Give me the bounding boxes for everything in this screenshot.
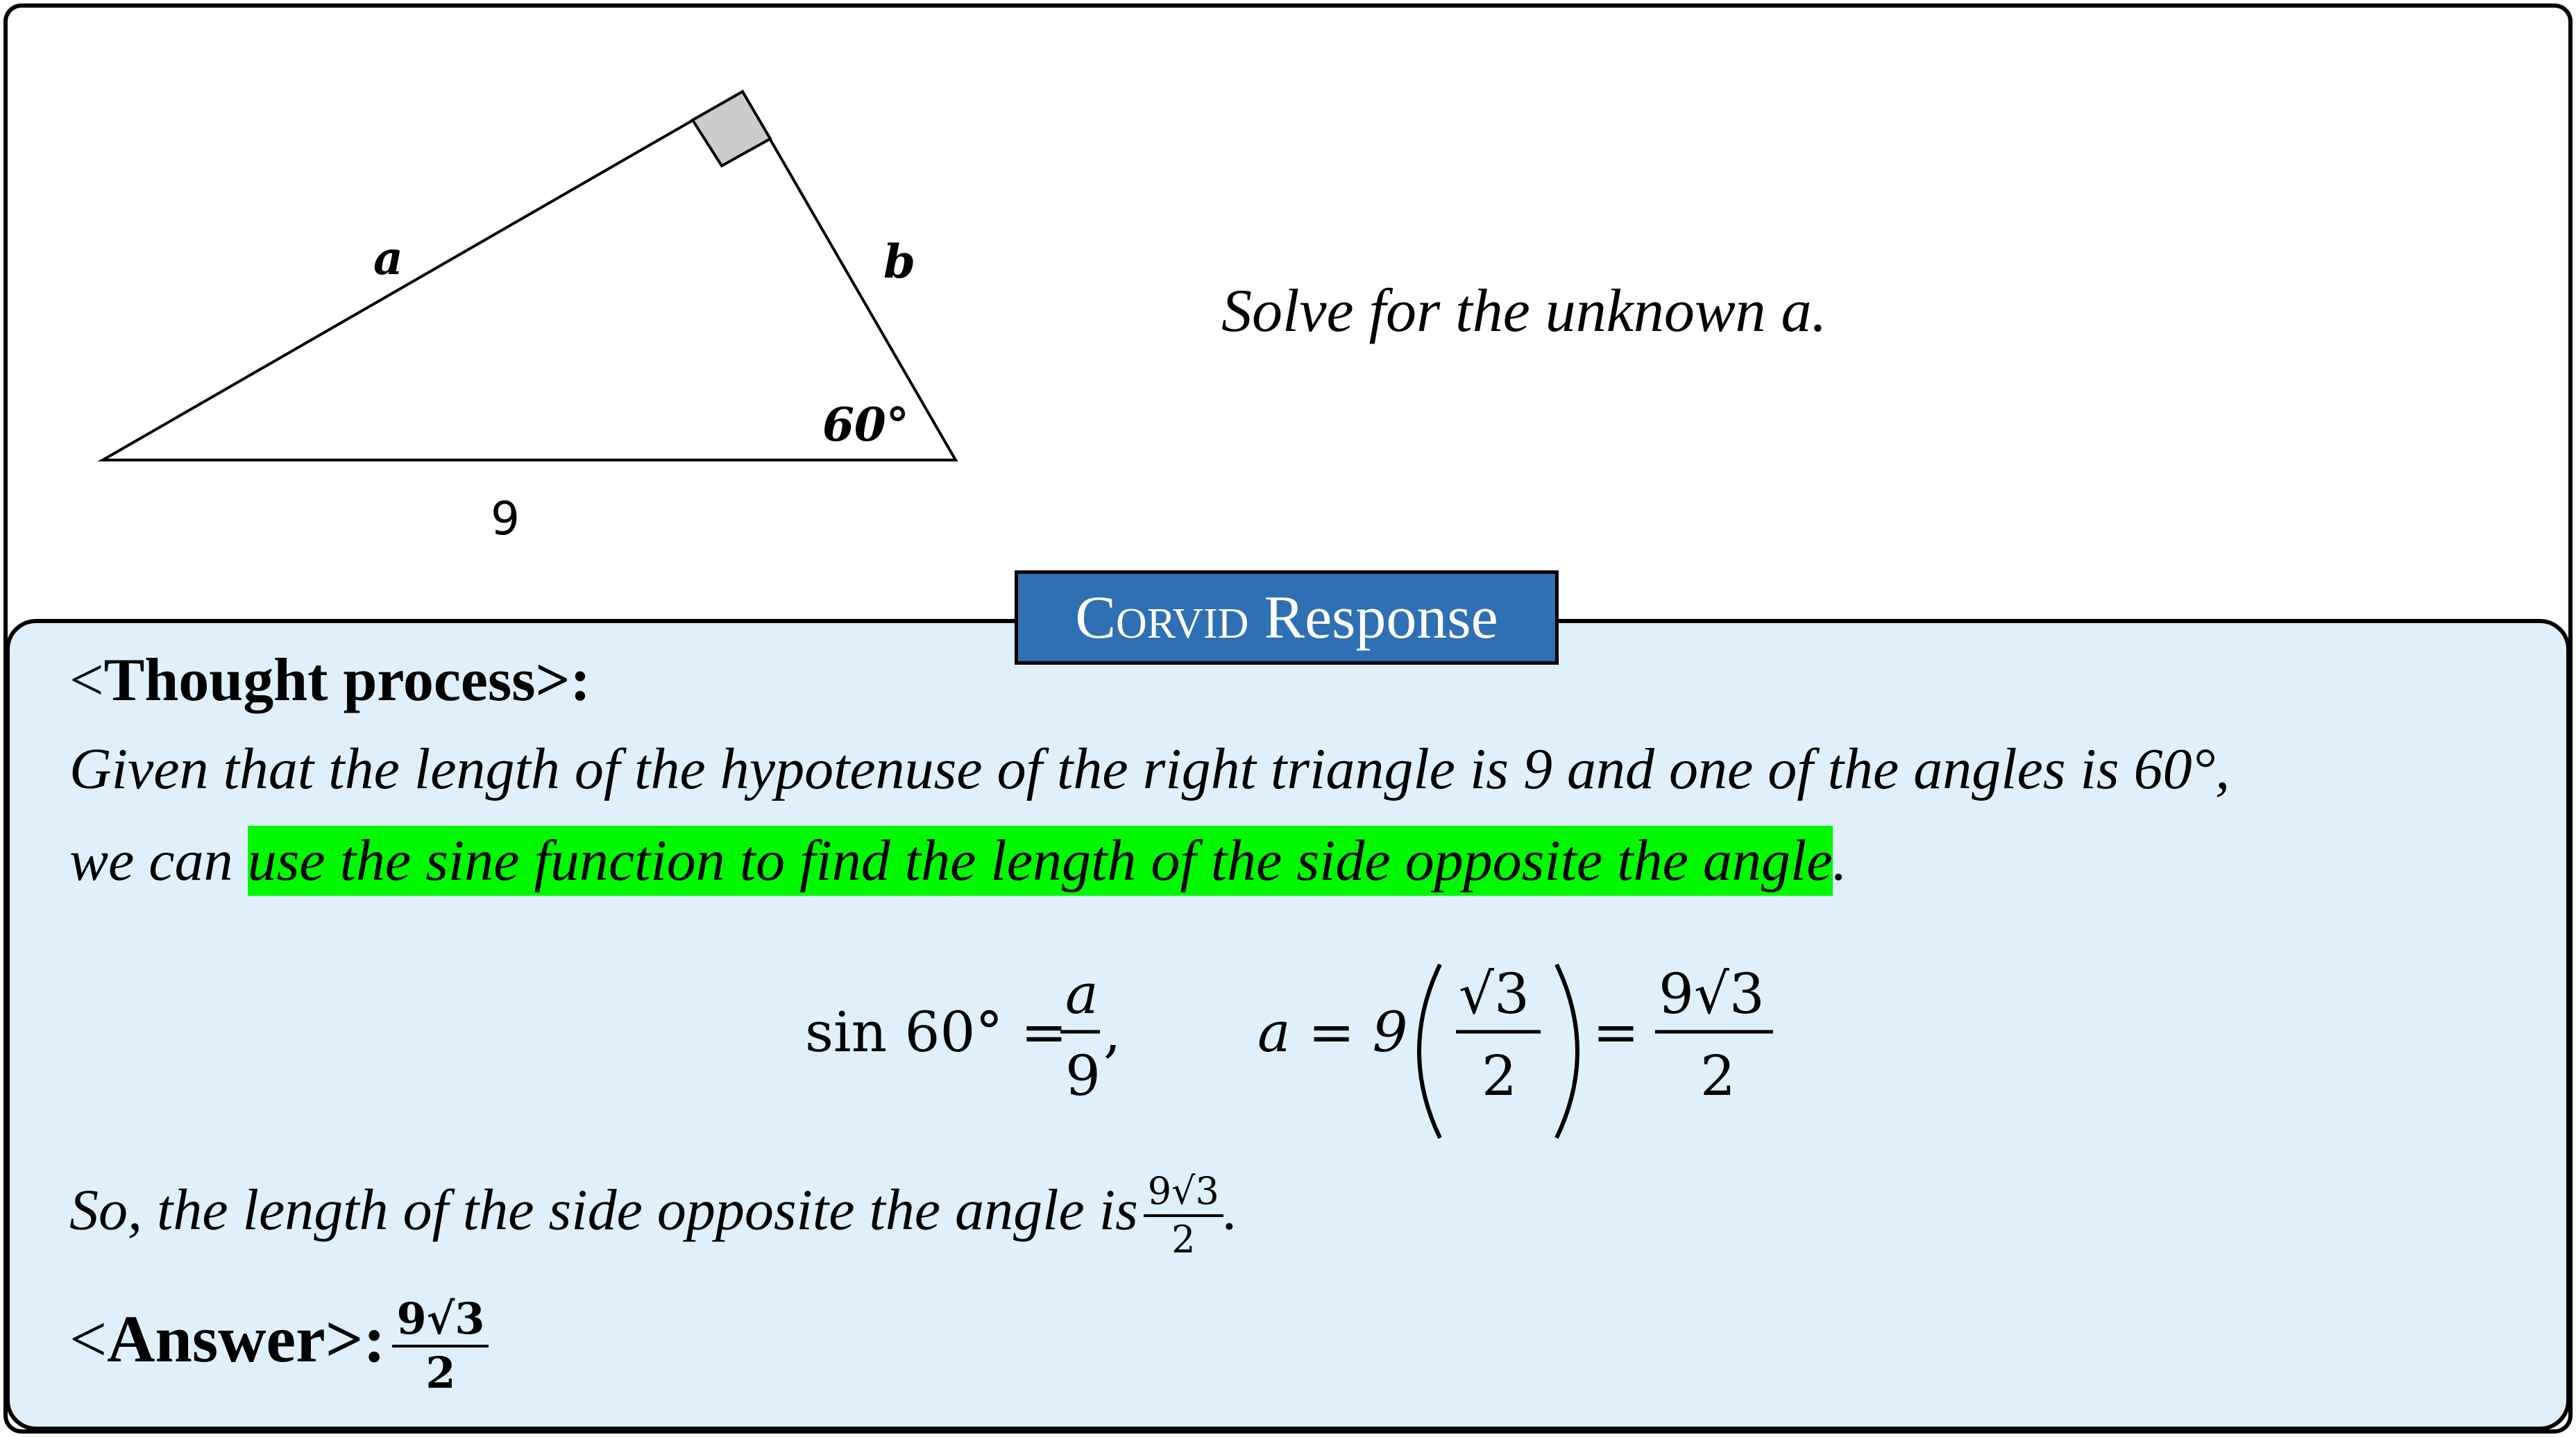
conclusion-num: 9√3 (1143, 1173, 1223, 1217)
para2-post: . (1832, 828, 1847, 893)
eq-comma: , (1103, 1000, 1121, 1064)
heading-close: >: (535, 647, 591, 714)
eq-right-paren (1554, 963, 1579, 1139)
eq-frac2-num: √3 (1459, 962, 1530, 1026)
answer-num: 9√3 (392, 1298, 489, 1347)
thought-paragraph-1: Given that the length of the hypotenuse … (69, 737, 2230, 801)
right-angle-marker (690, 90, 772, 168)
answer-den: 2 (425, 1347, 456, 1398)
answer-close: >: (325, 1302, 386, 1377)
base-label: 9 (491, 492, 520, 545)
heading-open: < (69, 647, 104, 714)
conclusion-end: . (1223, 1177, 1238, 1243)
answer-open: < (69, 1302, 108, 1377)
question-text: Solve for the unknown a. (1221, 278, 1827, 345)
thought-paragraph-2: we can use the sine function to find the… (69, 826, 1847, 896)
conclusion-line: So, the length of the side opposite the … (69, 1173, 1238, 1259)
eq-frac1-num: a (1065, 962, 1099, 1026)
response-brand: Corvid (1075, 584, 1249, 652)
triangle-shape (97, 90, 958, 461)
triangle-figure: a b 60° 9 (97, 90, 958, 545)
highlighted-text: use the sine function to find the length… (247, 826, 1833, 896)
response-tab: Corvid Response (1015, 570, 1559, 665)
eq-frac2-den: 2 (1482, 1044, 1517, 1108)
eq-lhs: sin 60° = (805, 1000, 1067, 1064)
eq-equals-2: = (1593, 1000, 1639, 1064)
answer-label: Answer (107, 1302, 325, 1377)
sine-equation: sin 60° = a 9 , a = 9 √3 2 = 9√3 2 (805, 962, 1773, 1139)
thought-process-heading: <Thought process>: (69, 645, 591, 715)
side-a-label: a (373, 231, 403, 285)
response-tab-rest: Response (1248, 584, 1498, 652)
response-panel (6, 619, 2570, 1431)
para2-pre: we can (69, 828, 248, 893)
conclusion-den: 2 (1171, 1218, 1196, 1261)
angle-label: 60° (822, 398, 909, 452)
eq-frac1-den: 9 (1065, 1044, 1101, 1108)
side-b-label: b (883, 235, 915, 289)
eq-a-equals: a = 9 (1257, 1000, 1407, 1064)
heading-text: Thought process (103, 647, 536, 714)
conclusion-text: So, the length of the side opposite the … (69, 1177, 1138, 1243)
eq-frac3-den: 2 (1700, 1044, 1736, 1108)
eq-left-paren (1417, 963, 1442, 1139)
eq-frac3-num: 9√3 (1659, 962, 1765, 1026)
